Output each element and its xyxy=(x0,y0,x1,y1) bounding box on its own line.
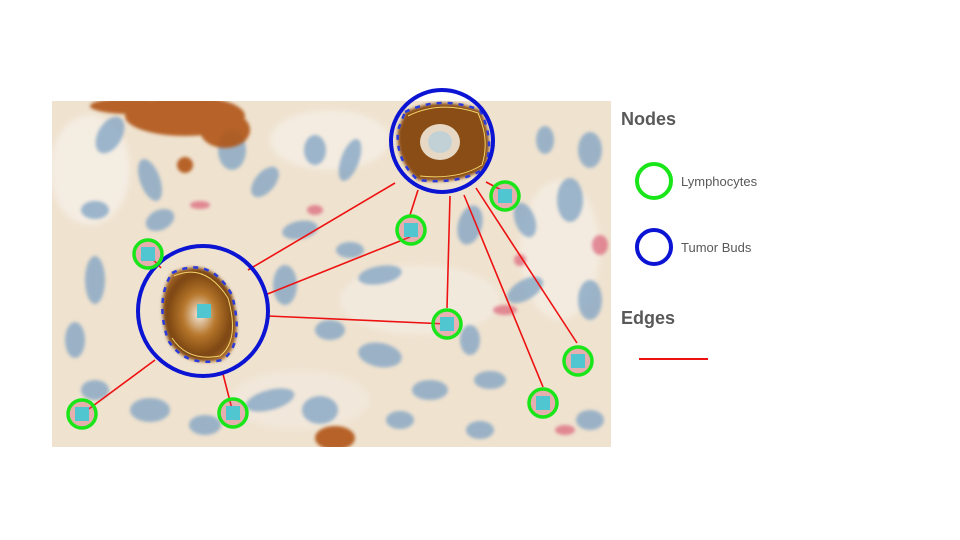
node-marker xyxy=(197,304,211,318)
lymphocyte-node xyxy=(217,397,249,429)
tumor-bud-cell-2 xyxy=(396,101,491,183)
edge xyxy=(463,194,544,388)
edge xyxy=(264,236,411,296)
lymphocyte-node xyxy=(431,308,463,340)
legend-lymphocyte-circle-icon xyxy=(635,162,673,200)
lymphocyte-node xyxy=(66,398,98,430)
edge xyxy=(409,189,419,216)
tumor-bud-node xyxy=(136,244,270,378)
lymphocyte-node xyxy=(562,345,594,377)
legend-tumor-buds-label: Tumor Buds xyxy=(681,240,752,255)
edge xyxy=(446,195,451,309)
lymphocyte-node xyxy=(527,387,559,419)
lymphocyte-node xyxy=(132,238,164,270)
edge xyxy=(267,315,448,325)
tumor-bud-nodes xyxy=(136,88,495,378)
lymphocyte-node xyxy=(395,214,427,246)
legend-tumor-bud-circle-icon xyxy=(635,228,673,266)
edge xyxy=(475,187,578,344)
legend-edges-heading: Edges xyxy=(621,308,676,328)
legend-symbols xyxy=(635,162,708,360)
legend-nodes-heading: Nodes xyxy=(621,109,677,129)
lymphocyte-node xyxy=(489,180,521,212)
histology-tile xyxy=(52,101,611,447)
legend-lymphocytes-label: Lymphocytes xyxy=(681,174,758,189)
lymphocyte-nodes xyxy=(66,180,594,430)
tumor-bud-node xyxy=(389,88,495,194)
edge xyxy=(247,182,396,271)
